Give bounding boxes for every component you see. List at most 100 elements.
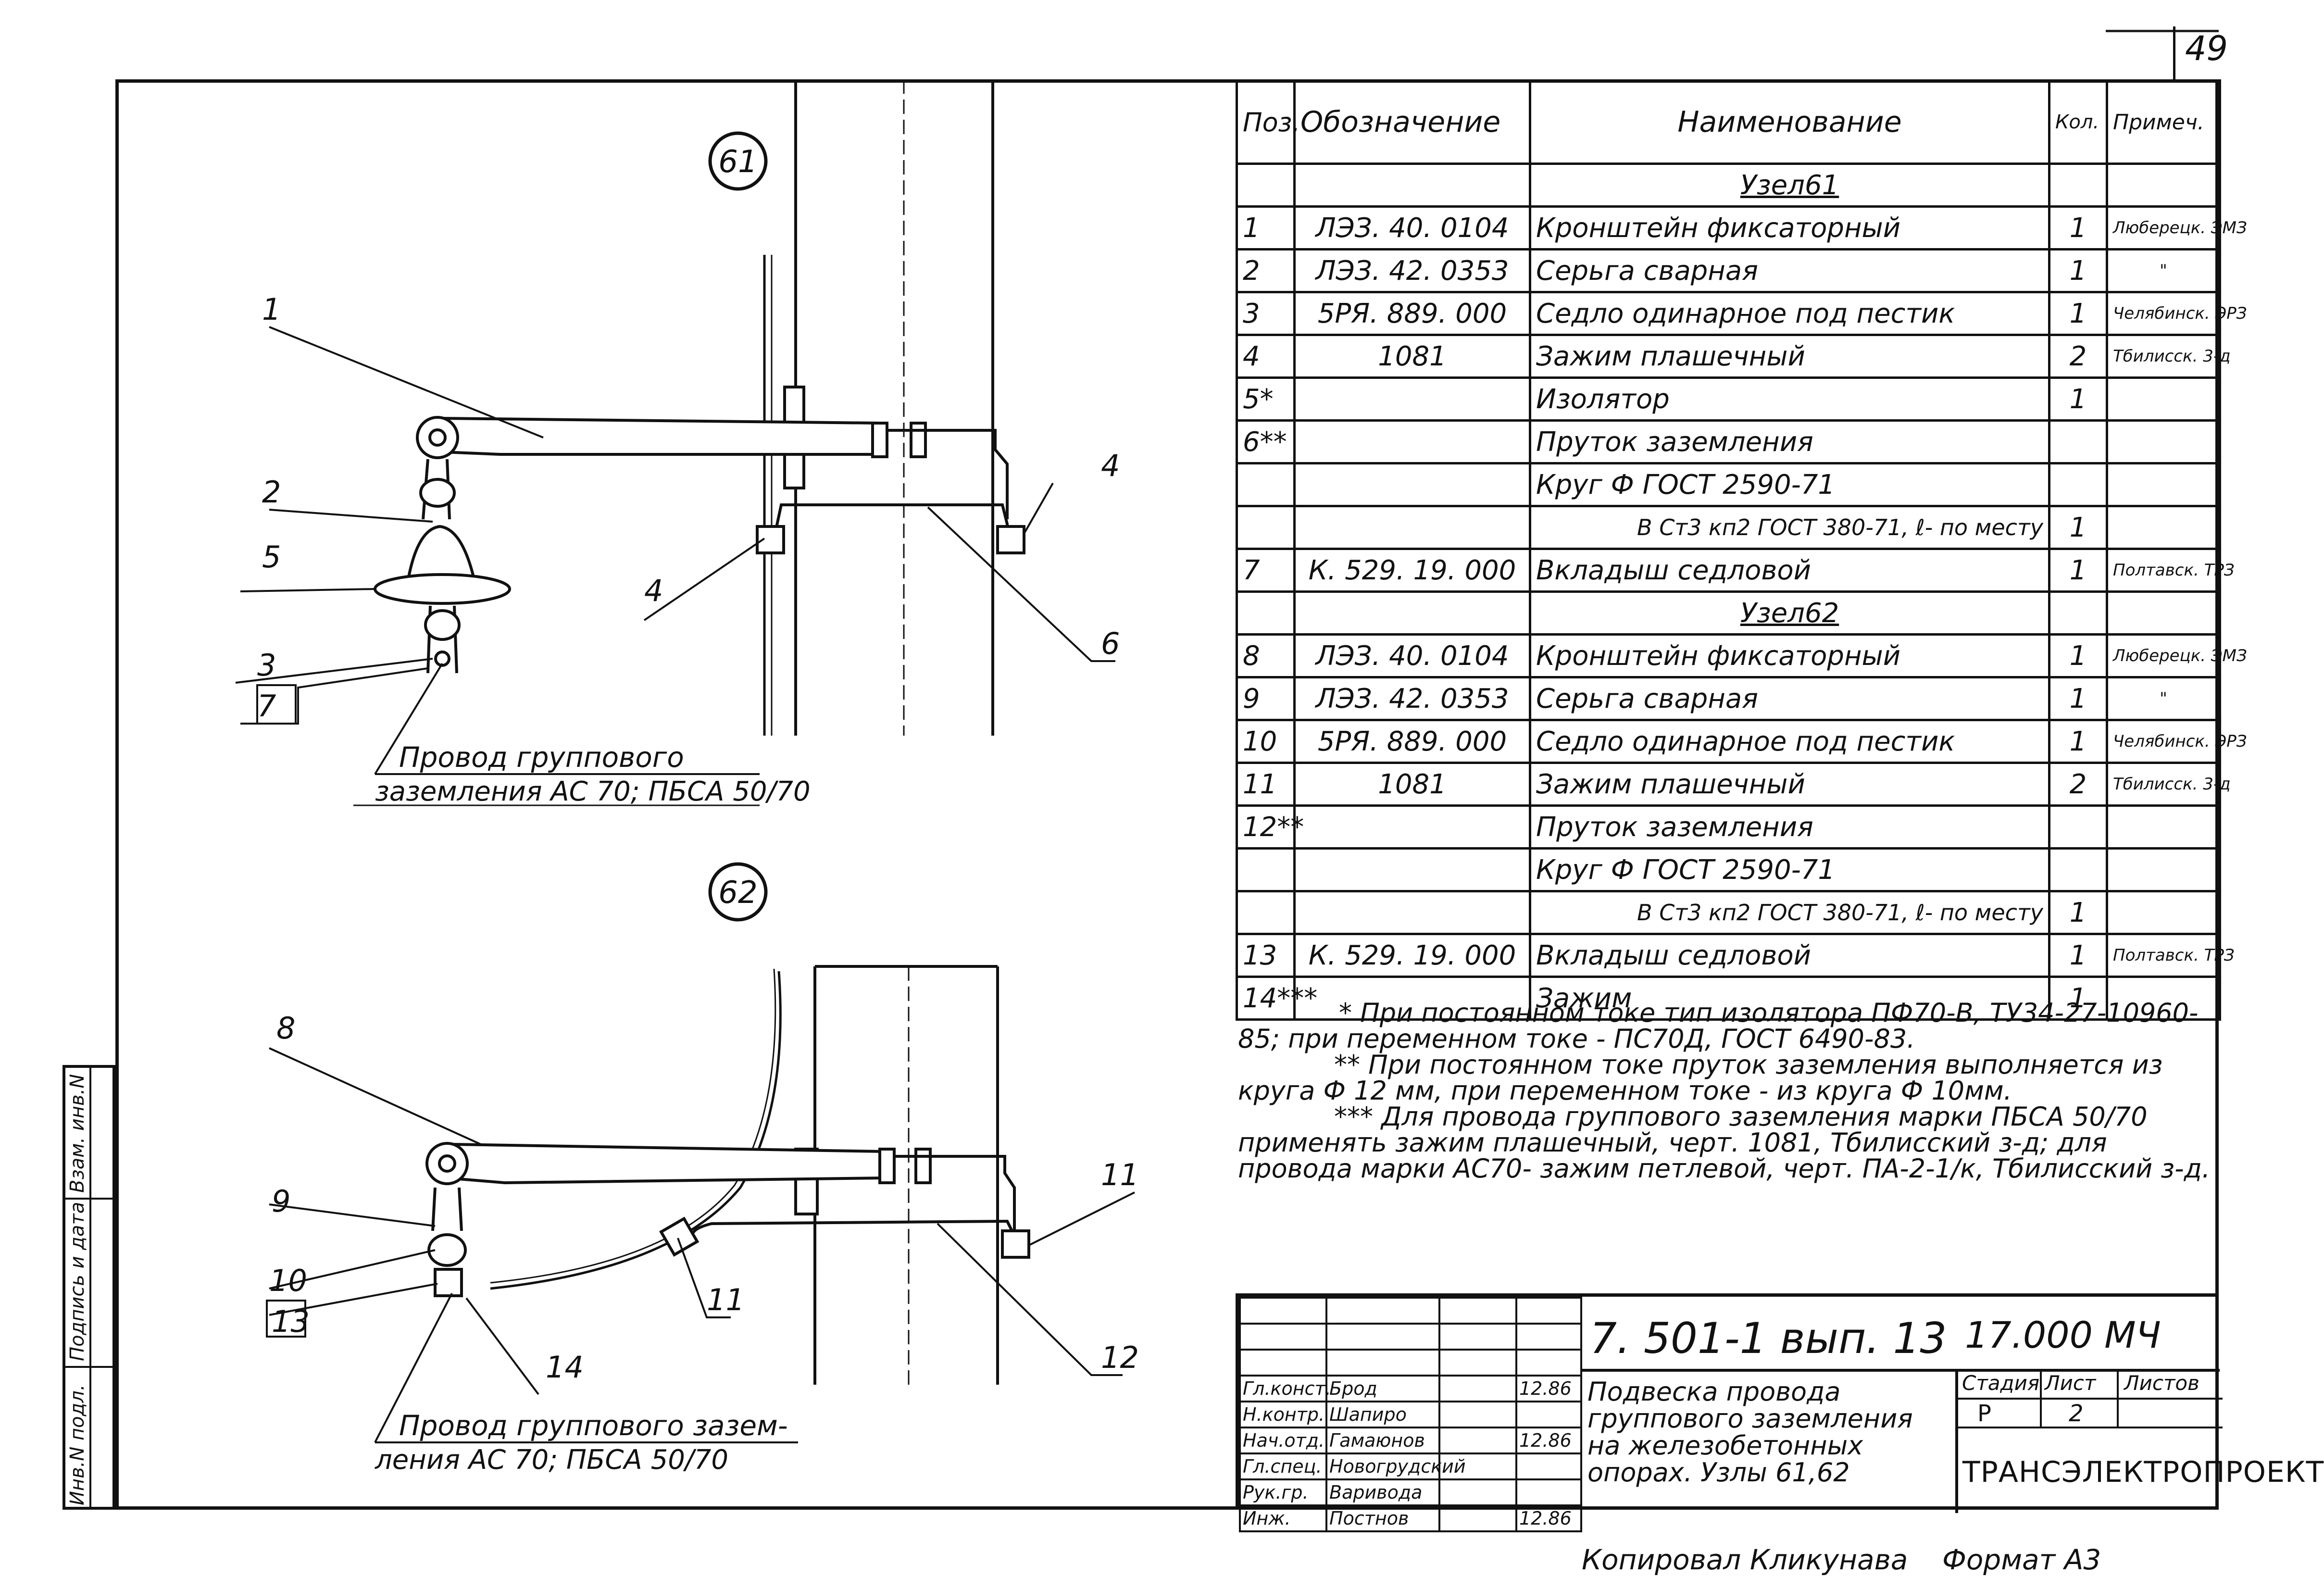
spec-qty <box>2048 462 2108 507</box>
spec-note: Тбилисск. 3-д <box>2106 762 2231 807</box>
signer-date: 12.86 <box>1515 1375 1582 1402</box>
spec-code: ЛЭЗ. 40. 0104 <box>1293 633 1531 678</box>
callout-8: 8 <box>276 1011 295 1046</box>
spec-name: Пруток заземления <box>1529 804 2050 850</box>
spec-note <box>2106 376 2221 422</box>
wire-section-61 <box>434 651 450 667</box>
spec-cell-empty <box>2048 590 2108 636</box>
sign-empty <box>1325 1349 1440 1377</box>
stage-label: Стадия <box>1962 1371 2040 1395</box>
spec-name: В Ст3 кп2 ГОСТ 380-71, ℓ- по месту <box>1529 890 2050 935</box>
signer-name: Брод <box>1325 1375 1440 1402</box>
callout-14: 14 <box>546 1350 584 1385</box>
paper-format: Формат А3 <box>1942 1543 2101 1576</box>
group-title: Узел61 <box>1529 163 2050 208</box>
spec-name: Кронштейн фиксаторный <box>1529 205 2050 250</box>
sign-empty <box>1515 1323 1582 1351</box>
signer-name: Шапиро <box>1325 1401 1440 1428</box>
signature <box>1438 1427 1517 1454</box>
spec-row: Круг Ф ГОСТ 2590-71 <box>1236 847 2221 892</box>
spec-qty: 1 <box>2048 205 2108 250</box>
node61-number: 61 <box>718 144 757 180</box>
spec-code: 1081 <box>1293 762 1531 807</box>
spec-pos: 5* <box>1236 376 1296 422</box>
spec-qty: 1 <box>2048 548 2108 593</box>
signer-row: Гл.конст.Брод 12.86 <box>1239 1375 1582 1402</box>
callout-4a: 4 <box>644 573 663 608</box>
node61-wire-label-2: заземления АС 70; ПБСА 50/70 <box>375 776 811 807</box>
spec-name: Зажим <box>1529 976 2050 1021</box>
sign-empty <box>1239 1297 1327 1325</box>
insulator-disc-61 <box>374 573 511 605</box>
signer-role: Гл.конст. <box>1239 1375 1331 1402</box>
spec-pos: 1 <box>1236 205 1296 250</box>
spec-pos: 3 <box>1236 291 1296 336</box>
bracket-arm-62 <box>445 1142 886 1185</box>
callout-3: 3 <box>257 648 276 683</box>
header-pos: Поз. <box>1236 79 1300 165</box>
spec-pos <box>1236 847 1296 892</box>
spec-qty <box>2048 847 2108 892</box>
sheets-label: Листов <box>2124 1371 2199 1395</box>
ground-wire-62b <box>490 968 776 1284</box>
sign-empty <box>1239 1349 1327 1377</box>
spec-qty: 2 <box>2048 334 2108 379</box>
insulator-cap-61 <box>407 525 475 578</box>
header-qty: Кол. <box>2048 79 2108 165</box>
note-3: *** Для провода группового заземления ма… <box>1238 1102 2211 1184</box>
spec-note: Люберецк. ЭМЗ <box>2106 205 2247 250</box>
signer-name: Постнов <box>1325 1504 1440 1532</box>
signer-date: 12.86 <box>1515 1504 1582 1532</box>
callout-2: 2 <box>262 475 281 510</box>
ground-wire-62 <box>490 971 782 1290</box>
clamp-4a-61 <box>756 525 785 554</box>
spec-note: " <box>2106 676 2221 721</box>
corner-line <box>2106 30 2219 32</box>
bracket-eye-62 <box>425 1142 469 1185</box>
side-divider <box>65 1198 112 1200</box>
callout-12: 12 <box>1101 1340 1139 1375</box>
spec-qty: 1 <box>2048 633 2108 678</box>
spec-qty: 1 <box>2048 676 2108 721</box>
spec-row: Круг Ф ГОСТ 2590-71 <box>1236 462 2221 507</box>
spec-cell-empty <box>2048 163 2108 208</box>
spec-cell-empty <box>1236 163 1296 208</box>
callout-7-box <box>256 684 297 725</box>
callout-10: 10 <box>269 1263 307 1298</box>
callout-4b: 4 <box>1101 448 1120 483</box>
spec-code <box>1293 462 1531 507</box>
bracket-clamp-61 <box>871 422 888 458</box>
spec-header-row: Поз. Обозначение Наименование Кол. Приме… <box>1236 79 2221 165</box>
signer-row: Гл.спец.Новогрудский <box>1239 1452 1582 1480</box>
shackle-ring-61 <box>419 478 456 508</box>
signer-row: Рук.гр.Варивода <box>1239 1478 1582 1506</box>
node62-circle <box>708 862 768 922</box>
spec-code: ЛЭЗ. 42. 0353 <box>1293 676 1531 721</box>
spec-code <box>1293 505 1531 550</box>
spec-cell-empty <box>2106 590 2221 636</box>
spec-row: 12**Пруток заземления <box>1236 804 2221 850</box>
callout-1: 1 <box>262 292 281 327</box>
bracket-eye-61 <box>416 416 459 459</box>
spec-name: Седло одинарное под пестик <box>1529 291 2050 336</box>
spec-name: Зажим плашечный <box>1529 334 2050 379</box>
spec-name: Седло одинарное под пестик <box>1529 719 2050 764</box>
sign-empty <box>1325 1297 1440 1325</box>
sign-empty <box>1515 1297 1582 1325</box>
spec-qty: 1 <box>2048 291 2108 336</box>
signer-name: Новогрудский <box>1325 1452 1466 1480</box>
spec-pos <box>1236 505 1296 550</box>
spec-cell-empty <box>1293 590 1531 636</box>
stage-value: Р <box>1977 1400 1991 1427</box>
spec-note: Челябинск. ЭРЗ <box>2106 291 2247 336</box>
